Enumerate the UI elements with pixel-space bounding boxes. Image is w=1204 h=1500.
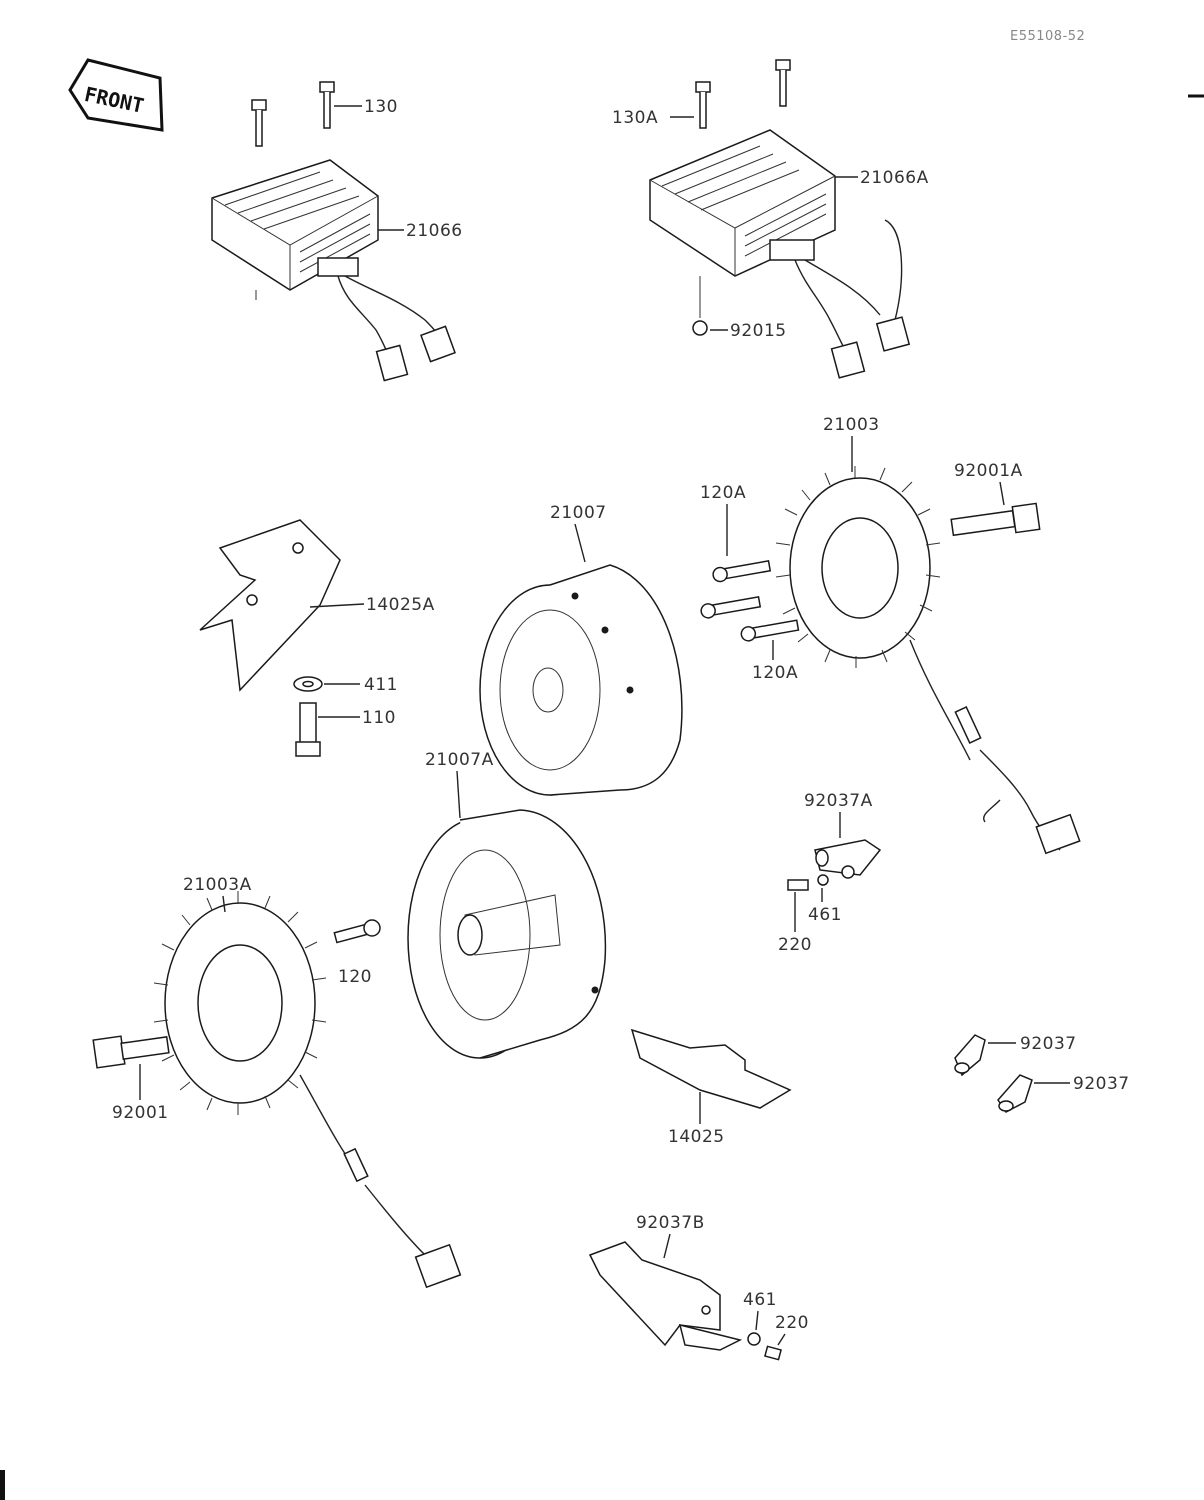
- clamp-92037-a: [954, 1034, 986, 1077]
- washer-461-a: [817, 874, 829, 886]
- label-21003: 21003: [823, 415, 880, 435]
- plate-14025: [630, 1028, 792, 1109]
- nut-92015: [692, 320, 708, 336]
- label-21007A: 21007A: [425, 750, 494, 770]
- washer-461-b: [747, 1332, 761, 1346]
- stator-21003: [775, 466, 1081, 855]
- rotor-21007A: [407, 809, 607, 1059]
- rotor-21007: [479, 564, 683, 796]
- bolt-130-right: [319, 81, 335, 129]
- label-130: 130: [364, 97, 398, 117]
- bolt-120: [333, 919, 381, 944]
- bolts-120A: [700, 560, 800, 642]
- label-92001: 92001: [112, 1103, 169, 1123]
- bolt-130-left: [251, 99, 267, 147]
- screw-220-b: [764, 1345, 782, 1361]
- front-arrow-icon: FRONT: [68, 58, 164, 132]
- label-92037-b: 92037: [1073, 1074, 1130, 1094]
- regulator-21066A: [649, 59, 911, 379]
- bolt-110: [295, 702, 321, 757]
- label-461-b: 461: [743, 1290, 777, 1310]
- label-120A-bottom: 120A: [752, 663, 798, 683]
- bolt-130A-right: [775, 59, 791, 107]
- label-92037A: 92037A: [804, 791, 873, 811]
- label-21066A: 21066A: [860, 168, 929, 188]
- label-120A-top: 120A: [700, 483, 746, 503]
- document-code: E55108-52: [1010, 29, 1085, 44]
- label-14025A: 14025A: [366, 595, 435, 615]
- label-21003A: 21003A: [183, 875, 252, 895]
- margin-mark-bottom: [0, 1470, 5, 1500]
- bracket-14025A: [199, 519, 341, 692]
- screw-220-a: [787, 879, 809, 891]
- clamp-92037-b: [997, 1074, 1033, 1113]
- label-92001A: 92001A: [954, 461, 1023, 481]
- bracket-92037B: [588, 1241, 782, 1361]
- label-411: 411: [364, 675, 398, 695]
- label-120: 120: [338, 967, 372, 987]
- label-92037-a: 92037: [1020, 1034, 1077, 1054]
- bolt-130A-left: [695, 81, 711, 129]
- label-92015: 92015: [730, 321, 787, 341]
- label-110: 110: [362, 708, 396, 728]
- clamp-92037A: [787, 839, 882, 891]
- label-220-b: 220: [775, 1313, 809, 1333]
- washer-411: [293, 676, 323, 692]
- label-14025: 14025: [668, 1127, 725, 1147]
- label-220-a: 220: [778, 935, 812, 955]
- bolt-92001A: [950, 502, 1041, 537]
- regulator-21066: [211, 81, 456, 382]
- stator-21003A: [153, 891, 462, 1289]
- label-21066: 21066: [406, 221, 463, 241]
- label-461-a: 461: [808, 905, 842, 925]
- label-92037B: 92037B: [636, 1213, 705, 1233]
- label-130A: 130A: [612, 108, 658, 128]
- bolt-92001: [92, 1035, 170, 1069]
- label-21007: 21007: [550, 503, 607, 523]
